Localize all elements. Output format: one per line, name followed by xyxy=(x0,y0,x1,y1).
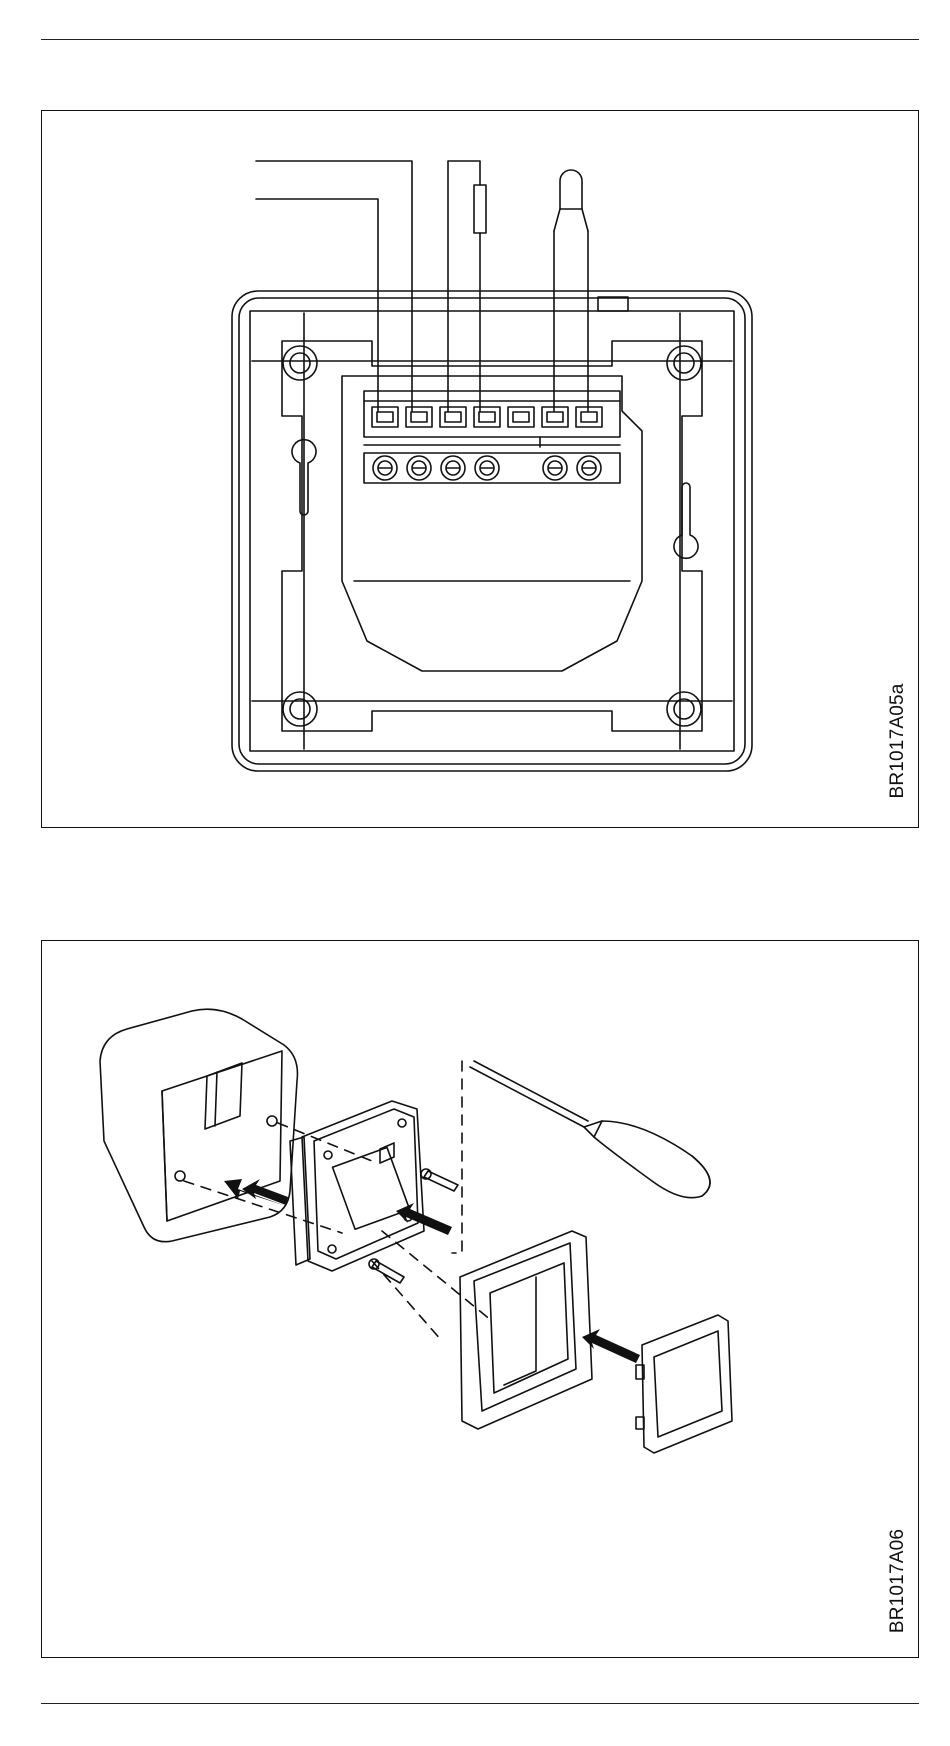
wiring-diagram-figure: BR1017A05a xyxy=(41,110,919,828)
temperature-sensor-probe xyxy=(560,170,582,209)
corner-hole-top-left xyxy=(283,346,317,380)
cover-frame xyxy=(460,1231,592,1429)
wiring-diagram-drawing xyxy=(42,111,918,827)
assembly-diagram-drawing xyxy=(42,941,918,1657)
alignment-guides xyxy=(184,1061,492,1341)
mounting-frame-edge xyxy=(250,311,734,751)
surface-mount-box xyxy=(100,1009,297,1242)
assembly-diagram-figure: BR1017A06 xyxy=(41,940,919,1658)
housing-tab xyxy=(598,297,628,311)
figure-code-label: BR1017A05a xyxy=(886,671,910,811)
bottom-rule xyxy=(41,1703,919,1704)
base-plate-inner-rim xyxy=(239,298,745,764)
keyhole-slot-right xyxy=(674,483,698,558)
corner-hole-bottom-right xyxy=(667,692,701,726)
insert-module xyxy=(290,1101,424,1271)
terminal-screws xyxy=(373,456,601,480)
wires xyxy=(256,161,588,447)
terminal-clamps xyxy=(372,407,602,427)
corner-hole-top-right xyxy=(667,346,701,380)
corner-hole-bottom-left xyxy=(283,692,317,726)
display-module xyxy=(636,1315,732,1453)
figure-code-label: BR1017A06 xyxy=(886,1521,910,1641)
screwdriver xyxy=(470,1061,710,1198)
heating-element-resistor xyxy=(474,185,486,233)
top-rule xyxy=(41,39,919,40)
mounting-bracket xyxy=(282,341,702,731)
